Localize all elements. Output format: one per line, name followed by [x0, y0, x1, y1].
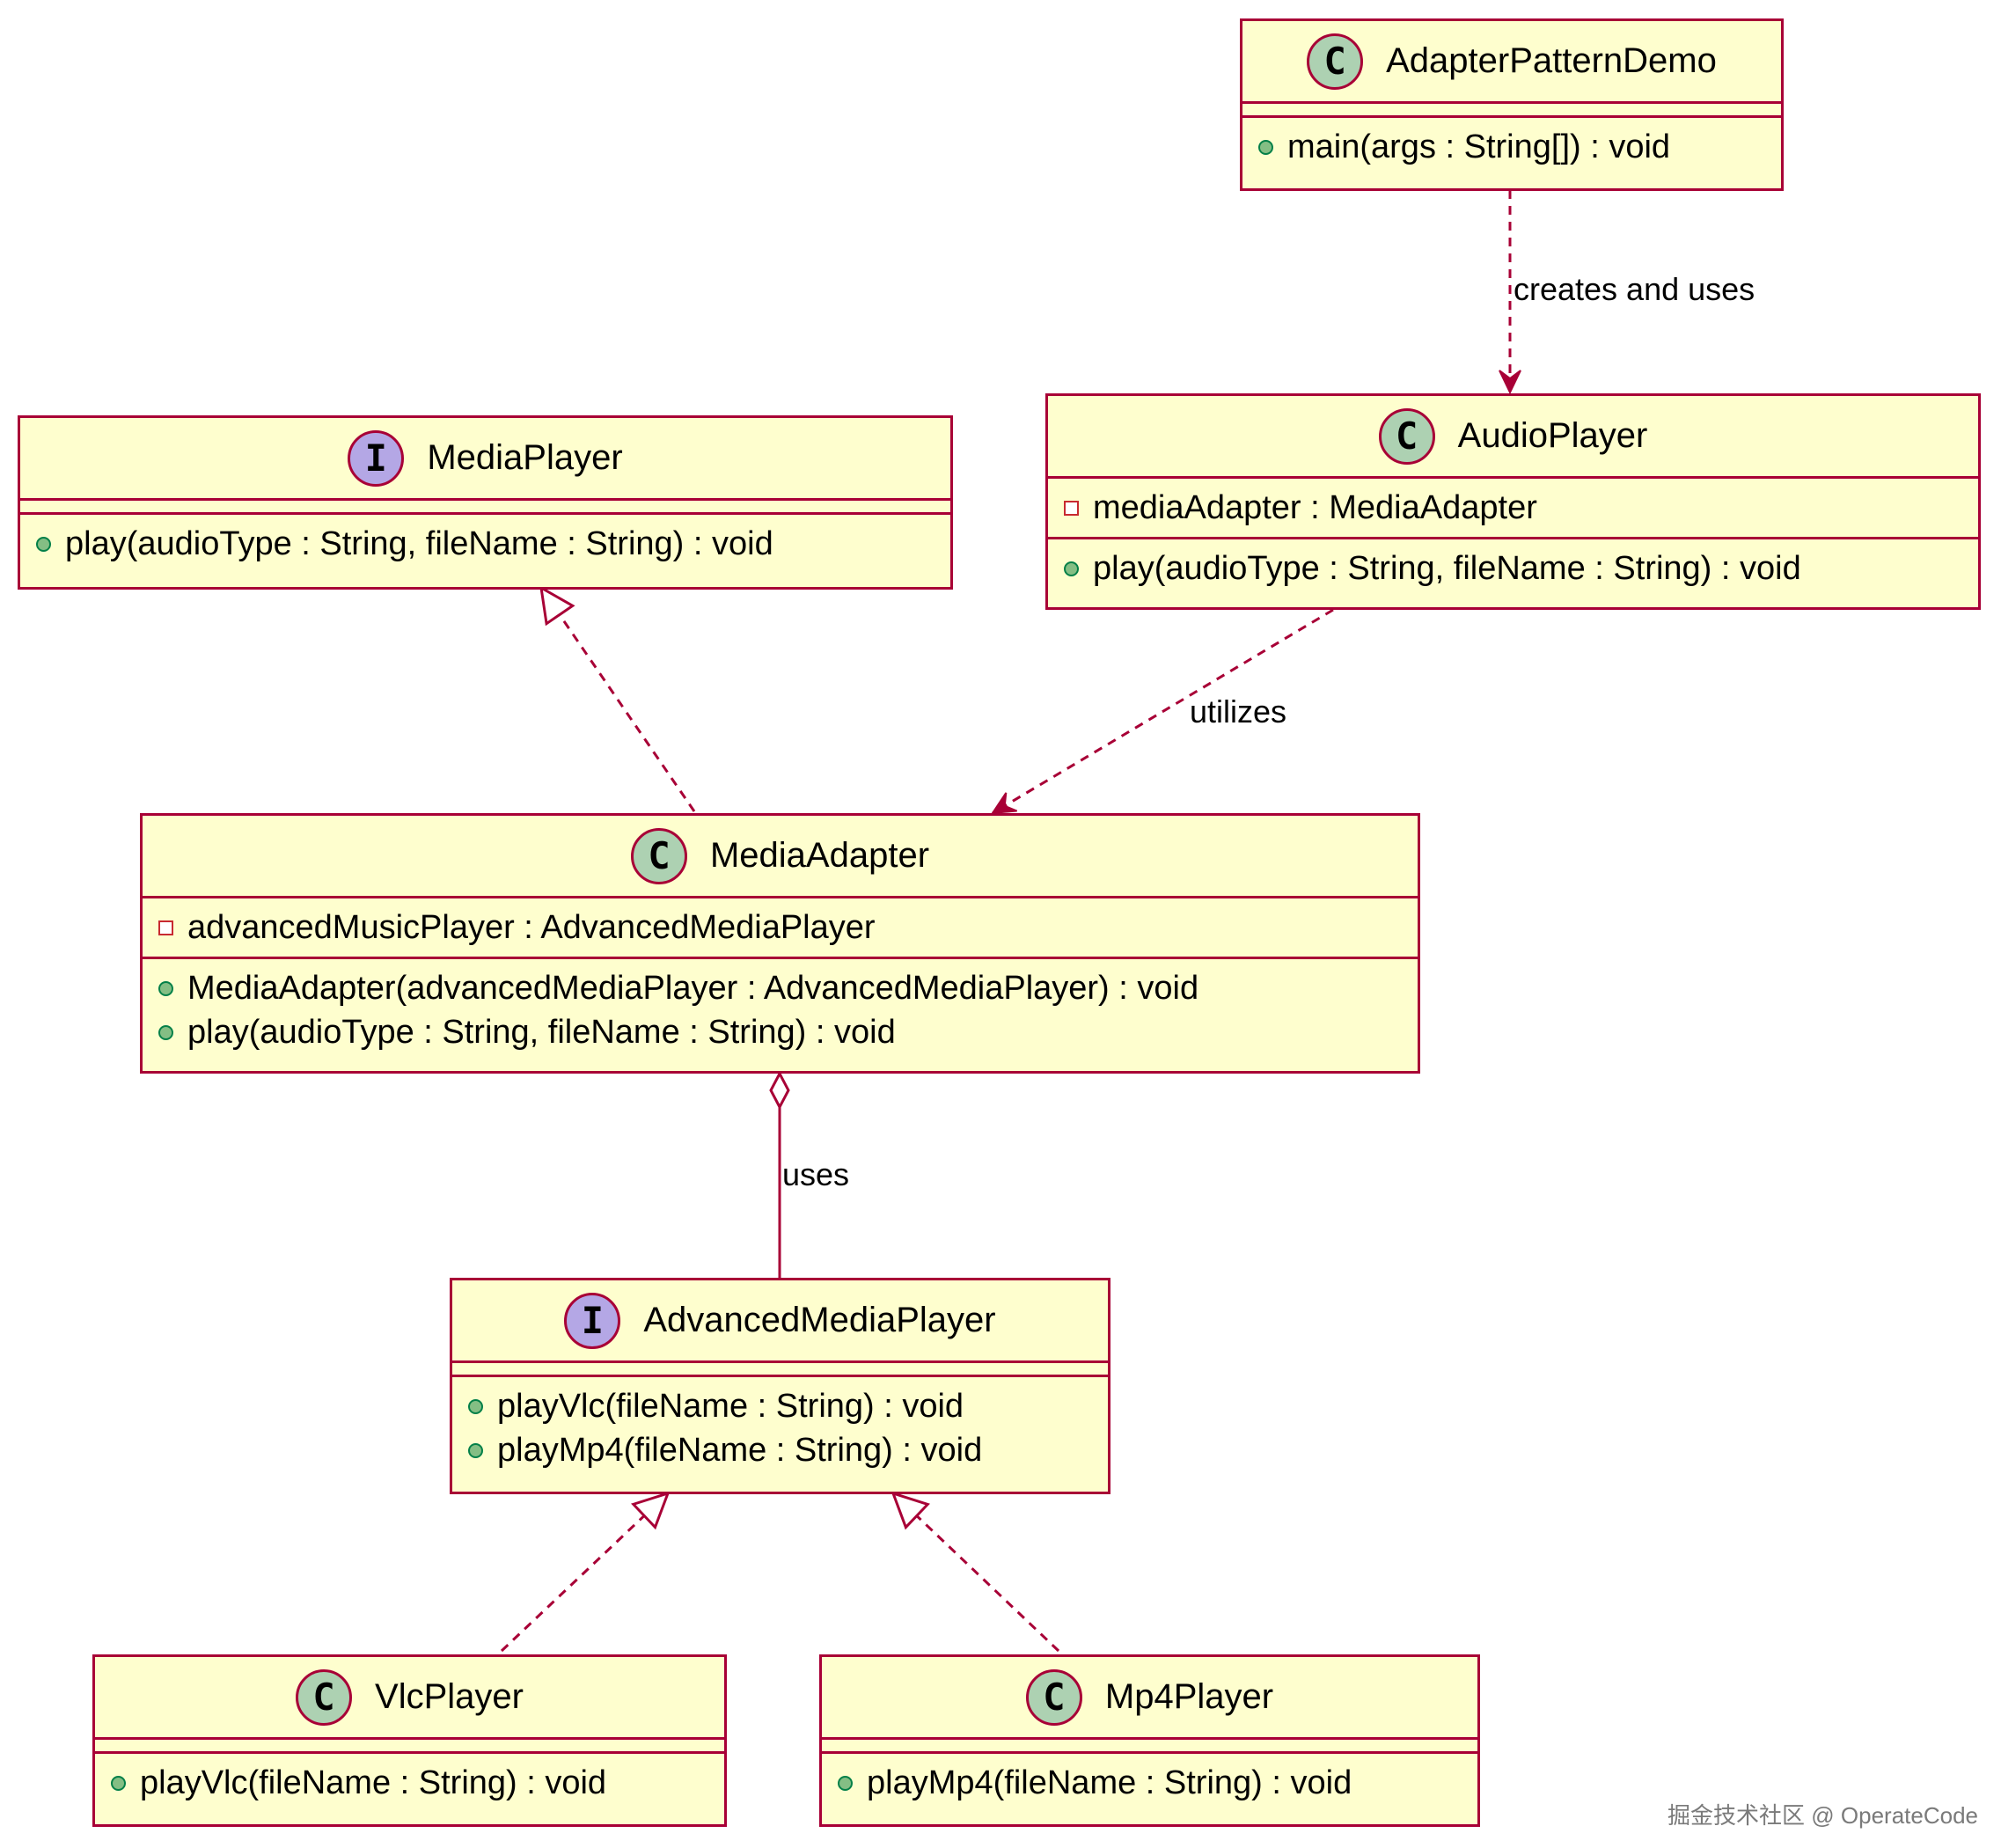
class-adapter-pattern-demo[interactable]: C AdapterPatternDemo main(args : String[…	[1240, 18, 1784, 191]
class-badge-icon: C	[1025, 1668, 1082, 1726]
methods-section: playMp4(fileName : String) : void	[822, 1754, 1477, 1812]
fields-section	[1242, 104, 1781, 118]
label-utilizes: utilizes	[1190, 693, 1287, 730]
field-declaration: mediaAdapter : MediaAdapter	[1093, 489, 1537, 526]
field-declaration: advancedMusicPlayer : AdvancedMediaPlaye…	[187, 909, 876, 946]
method-signature: MediaAdapter(advancedMediaPlayer : Advan…	[187, 970, 1199, 1007]
class-header: I AdvancedMediaPlayer	[452, 1280, 1108, 1363]
method-row: playVlc(fileName : String) : void	[111, 1761, 708, 1805]
methods-section: play(audioType : String, fileName : Stri…	[1048, 539, 1978, 598]
fields-section	[452, 1363, 1108, 1377]
interface-badge-icon: I	[348, 429, 405, 487]
class-audio-player[interactable]: C AudioPlayer mediaAdapter : MediaAdapte…	[1045, 393, 1981, 610]
methods-section: playVlc(fileName : String) : void	[95, 1754, 724, 1812]
label-creates-and-uses: creates and uses	[1514, 271, 1755, 307]
methods-section: playVlc(fileName : String) : void playMp…	[452, 1377, 1108, 1479]
methods-section: MediaAdapter(advancedMediaPlayer : Advan…	[143, 959, 1418, 1061]
class-header: C VlcPlayer	[95, 1657, 724, 1740]
method-signature: play(audioType : String, fileName : Stri…	[65, 525, 773, 562]
class-badge-icon: C	[630, 827, 687, 884]
fields-section	[20, 501, 950, 515]
watermark: 掘金技术社区 @ OperateCode	[1668, 1802, 1978, 1829]
class-media-adapter[interactable]: C MediaAdapter advancedMusicPlayer : Adv…	[140, 813, 1420, 1074]
public-visibility-icon	[1258, 139, 1273, 155]
public-visibility-icon	[158, 1024, 173, 1040]
class-mp4-player[interactable]: C Mp4Player playMp4(fileName : String) :…	[819, 1654, 1480, 1827]
class-name: AdvancedMediaPlayer	[643, 1301, 996, 1339]
method-signature: playMp4(fileName : String) : void	[497, 1432, 983, 1469]
fields-section: mediaAdapter : MediaAdapter	[1048, 479, 1978, 539]
method-signature: playMp4(fileName : String) : void	[867, 1764, 1352, 1801]
field-row: mediaAdapter : MediaAdapter	[1064, 486, 1962, 530]
methods-section: play(audioType : String, fileName : Stri…	[20, 515, 950, 573]
public-visibility-icon	[111, 1775, 126, 1791]
class-name: AdapterPatternDemo	[1386, 41, 1717, 80]
interface-media-player[interactable]: I MediaPlayer play(audioType : String, f…	[18, 415, 953, 590]
interface-badge-icon: I	[564, 1292, 621, 1349]
relation-mp4-player-realizes-advanced-player	[891, 1491, 1060, 1653]
method-row: play(audioType : String, fileName : Stri…	[1064, 546, 1962, 590]
class-name: AudioPlayer	[1457, 416, 1648, 455]
class-name: MediaPlayer	[427, 438, 623, 477]
private-visibility-icon	[1064, 500, 1079, 516]
method-row: playMp4(fileName : String) : void	[468, 1428, 1092, 1472]
relation-audio-player-utilizes-media-adapter	[991, 608, 1334, 815]
method-row: playVlc(fileName : String) : void	[468, 1384, 1092, 1428]
fields-section: advancedMusicPlayer : AdvancedMediaPlaye…	[143, 898, 1418, 959]
method-signature: main(args : String[]) : void	[1287, 128, 1671, 165]
field-row: advancedMusicPlayer : AdvancedMediaPlaye…	[158, 906, 1402, 950]
method-signature: playVlc(fileName : String) : void	[140, 1764, 607, 1801]
methods-section: main(args : String[]) : void	[1242, 118, 1781, 176]
class-badge-icon: C	[1307, 33, 1364, 90]
method-signature: play(audioType : String, fileName : Stri…	[1093, 550, 1801, 587]
private-visibility-icon	[158, 920, 173, 935]
public-visibility-icon	[158, 980, 173, 996]
relation-media-adapter-realizes-media-player	[539, 585, 696, 812]
class-vlc-player[interactable]: C VlcPlayer playVlc(fileName : String) :…	[92, 1654, 727, 1827]
class-header: C AudioPlayer	[1048, 396, 1978, 479]
class-header: C AdapterPatternDemo	[1242, 21, 1781, 104]
method-row: playMp4(fileName : String) : void	[838, 1761, 1462, 1805]
class-name: VlcPlayer	[375, 1677, 524, 1716]
class-header: C MediaAdapter	[143, 816, 1418, 898]
method-row: play(audioType : String, fileName : Stri…	[158, 1010, 1402, 1054]
method-row: main(args : String[]) : void	[1258, 125, 1765, 169]
public-visibility-icon	[36, 536, 51, 552]
method-signature: playVlc(fileName : String) : void	[497, 1388, 964, 1425]
public-visibility-icon	[838, 1775, 853, 1791]
public-visibility-icon	[468, 1398, 483, 1414]
label-uses: uses	[782, 1156, 850, 1192]
public-visibility-icon	[468, 1442, 483, 1458]
class-badge-icon: C	[296, 1668, 353, 1726]
method-signature: play(audioType : String, fileName : Stri…	[187, 1014, 896, 1051]
public-visibility-icon	[1064, 561, 1079, 576]
class-badge-icon: C	[1378, 407, 1435, 465]
class-name: Mp4Player	[1104, 1677, 1274, 1716]
method-row: MediaAdapter(advancedMediaPlayer : Advan…	[158, 966, 1402, 1010]
interface-advanced-media-player[interactable]: I AdvancedMediaPlayer playVlc(fileName :…	[450, 1278, 1110, 1494]
fields-section	[822, 1740, 1477, 1754]
fields-section	[95, 1740, 724, 1754]
relation-vlc-player-realizes-advanced-player	[500, 1491, 671, 1653]
class-header: I MediaPlayer	[20, 418, 950, 501]
class-name: MediaAdapter	[709, 836, 930, 875]
class-header: C Mp4Player	[822, 1657, 1477, 1740]
method-row: play(audioType : String, fileName : Stri…	[36, 522, 935, 566]
